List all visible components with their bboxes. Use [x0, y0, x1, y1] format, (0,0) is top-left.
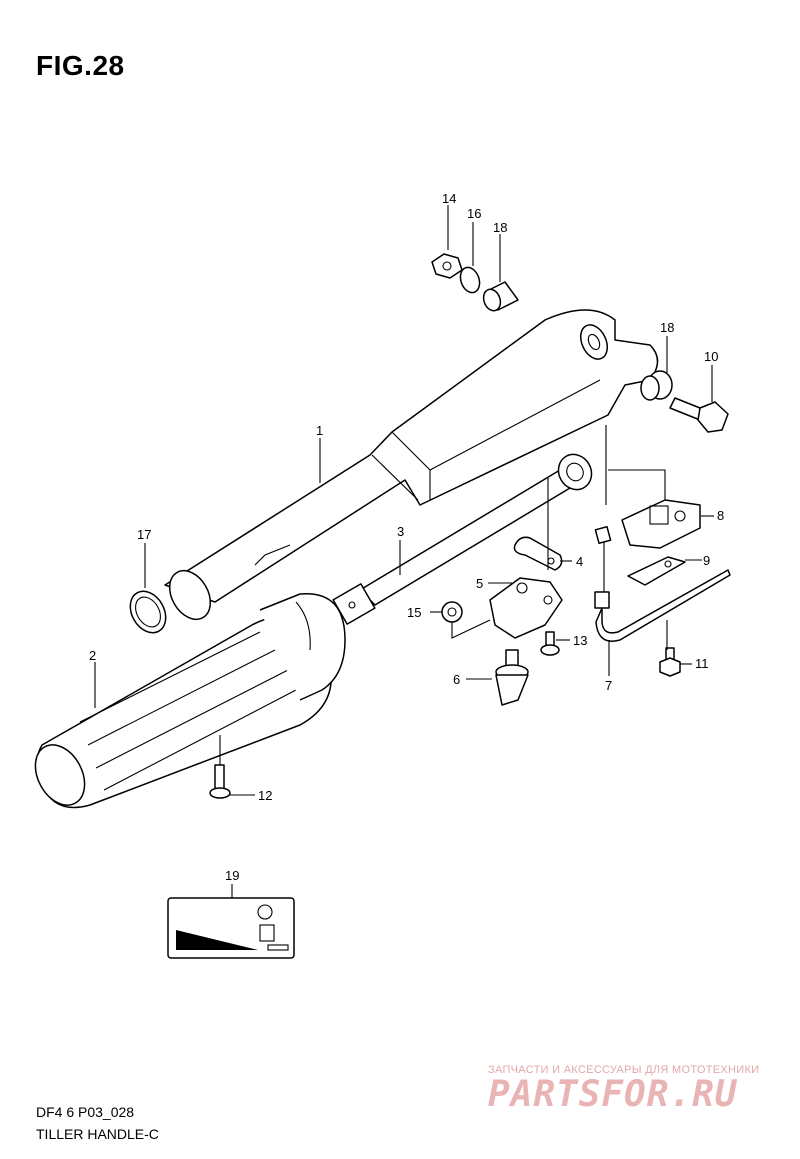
- part-5-holder: [489, 577, 563, 639]
- part-17-o-ring: [129, 590, 167, 634]
- callout-5: 5: [476, 576, 483, 591]
- part-18-bushing-top: [482, 281, 519, 312]
- callout-15: 15: [407, 605, 421, 620]
- figure-name: TILLER HANDLE-C: [36, 1126, 159, 1142]
- callout-8: 8: [717, 508, 724, 523]
- part-8-bracket: [621, 499, 701, 549]
- watermark-brand: PARTSFOR.RU: [488, 1074, 738, 1115]
- part-2-grip: [34, 592, 346, 809]
- figure-code: DF4 6 P03_028: [36, 1104, 135, 1120]
- part-18-bushing-right: [640, 370, 673, 401]
- callout-19: 19: [225, 868, 239, 883]
- callout-3: 3: [397, 524, 404, 539]
- callout-4: 4: [576, 554, 583, 569]
- callout-18-top: 18: [493, 220, 507, 235]
- callout-labels: 14 16 18 18 10 1 17 3 8 4 9 5 15 13 2 11…: [89, 191, 724, 883]
- callout-14: 14: [442, 191, 456, 206]
- callout-1: 1: [316, 423, 323, 438]
- callout-16: 16: [467, 206, 481, 221]
- part-1-tiller-arm: [164, 309, 659, 620]
- part-3-shaft: [332, 453, 593, 625]
- part-12-screw: [209, 764, 231, 799]
- callout-12: 12: [258, 788, 272, 803]
- part-10-bolt: [669, 397, 729, 433]
- callout-11: 11: [695, 656, 709, 671]
- callout-2: 2: [89, 648, 96, 663]
- part-16-washer: [459, 266, 481, 294]
- part-4-plate: [513, 536, 563, 571]
- part-7-stop-cable: [594, 525, 731, 642]
- part-13-screw: [540, 631, 560, 656]
- leader-lines: [94, 205, 714, 898]
- part-6-knob: [495, 649, 529, 706]
- part-15-lock-washer: [441, 601, 463, 623]
- watermark: ЗАПЧАСТИ И АКСЕССУАРЫ ДЛЯ МОТОТЕХНИКИ PA…: [488, 1064, 794, 1114]
- part-11-bolt: [659, 647, 681, 677]
- callout-10: 10: [704, 349, 718, 364]
- callout-18-right: 18: [660, 320, 674, 335]
- callout-7: 7: [605, 678, 612, 693]
- callout-17: 17: [137, 527, 151, 542]
- figure-title: FIG.28: [36, 50, 125, 81]
- part-19-label: [167, 897, 295, 959]
- part-14-nut: [431, 253, 463, 279]
- figure-footer: DF4 6 P03_028 TILLER HANDLE-C: [36, 1101, 159, 1145]
- callout-6: 6: [453, 672, 460, 687]
- part-9-plate: [627, 556, 686, 586]
- callout-13: 13: [573, 633, 587, 648]
- callout-9: 9: [703, 553, 710, 568]
- watermark-tagline: ЗАПЧАСТИ И АКСЕССУАРЫ ДЛЯ МОТОТЕХНИКИ: [488, 1064, 760, 1076]
